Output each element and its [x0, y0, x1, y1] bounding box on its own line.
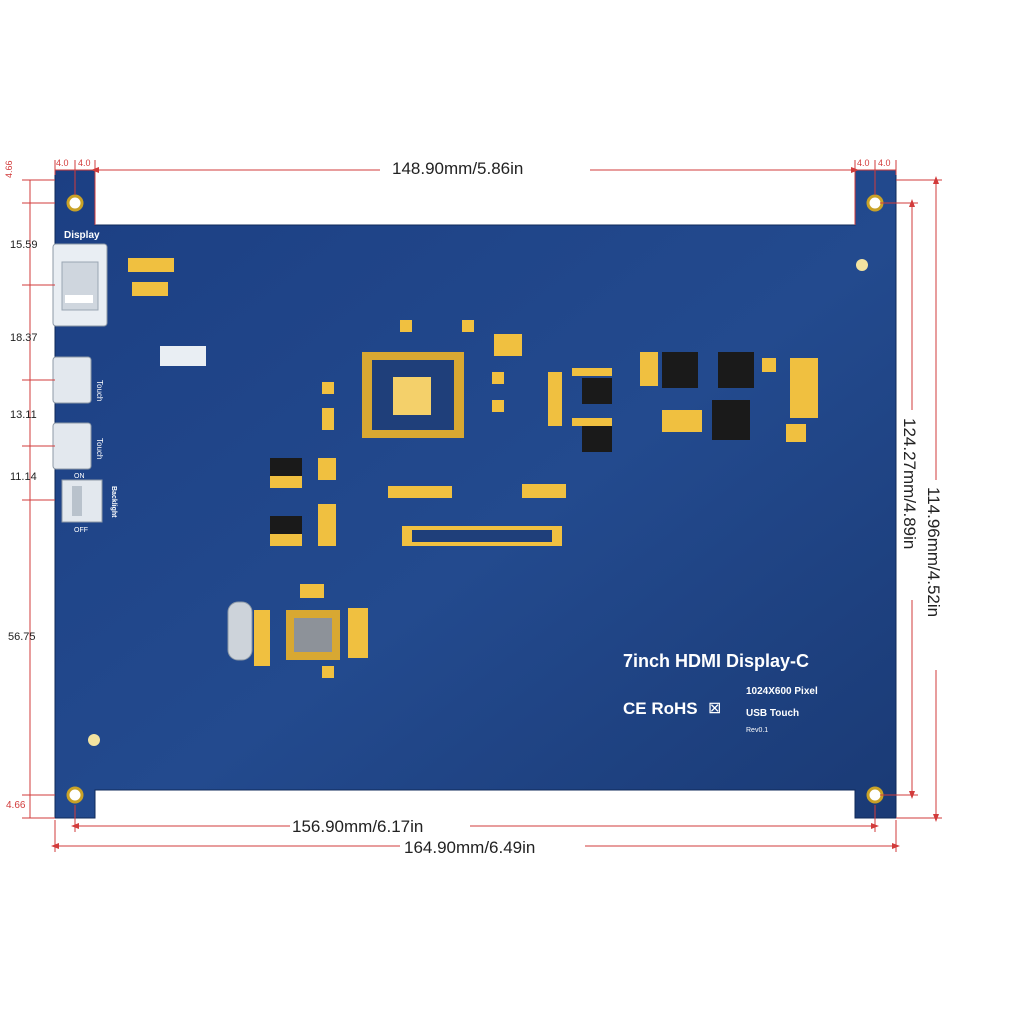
display-port-label: Display	[64, 230, 100, 241]
recycle-bin-icon: ⊠	[708, 700, 721, 717]
mounting-hole	[866, 194, 884, 212]
inductor	[718, 352, 754, 388]
revision-label: Rev0.1	[746, 727, 768, 734]
chip-thermal-pad	[393, 377, 431, 415]
pcb-board	[54, 169, 897, 819]
feature-label: USB Touch	[746, 708, 799, 719]
left-segment-4-label: 11.14	[10, 471, 37, 483]
pcb-components	[128, 258, 818, 678]
left-top-margin-label: 4.66	[4, 160, 14, 178]
board-labels: Display Touch Touch ON OFF Backlight 7in…	[64, 230, 818, 734]
crystal-oscillator	[227, 601, 253, 661]
dimension-labels: 148.90mm/5.86in 4.0 4.0 4.0 4.0 156.90mm…	[4, 158, 943, 857]
backlight-switch-knob	[72, 486, 82, 516]
left-segment-5-label: 56.75	[8, 631, 36, 643]
left-segment-1-label: 15.59	[10, 239, 38, 251]
touch-port-label: Touch	[95, 380, 104, 401]
left-segment-2-label: 18.37	[10, 332, 38, 344]
inner-height-label: 124.27mm/4.89in	[900, 418, 919, 549]
left-bottom-margin-label: 4.66	[6, 800, 26, 811]
dimension-lines	[22, 160, 942, 852]
left-segment-3-label: 13.11	[10, 409, 37, 421]
mounting-hole	[66, 786, 84, 804]
micro-usb-port-touch	[52, 356, 92, 404]
switch-on-label: ON	[74, 473, 85, 480]
pcb-outline	[54, 169, 897, 819]
diode	[712, 400, 750, 440]
power-ic	[582, 378, 612, 404]
overall-width-label: 164.90mm/6.49in	[404, 838, 535, 857]
top-right-offset-label-b: 4.0	[878, 158, 891, 168]
top-left-offset-label: 4.0	[56, 158, 69, 168]
mounting-hole	[866, 786, 884, 804]
resolution-label: 1024X600 Pixel	[746, 686, 818, 697]
middle-width-label: 156.90mm/6.17in	[292, 817, 423, 836]
product-title: 7inch HDMI Display-C	[623, 651, 809, 671]
fiducial	[88, 734, 100, 746]
power-ic	[582, 426, 612, 452]
touch-port-label-2: Touch	[95, 438, 104, 459]
voltage-regulator	[270, 458, 302, 476]
voltage-regulator	[270, 516, 302, 534]
inductor	[662, 352, 698, 388]
certification-marks: CE RoHS	[623, 699, 698, 718]
backlight-label: Backlight	[110, 486, 117, 518]
mounting-hole	[66, 194, 84, 212]
top-width-label: 148.90mm/5.86in	[392, 159, 523, 178]
switch-off-label: OFF	[74, 527, 88, 534]
micro-usb-port-touch-2	[52, 422, 92, 470]
hdmi-port-pins	[65, 295, 93, 303]
top-left-offset-label-b: 4.0	[78, 158, 91, 168]
fiducial	[856, 259, 868, 271]
overall-height-label: 114.96mm/4.52in	[924, 487, 943, 617]
top-right-offset-label: 4.0	[857, 158, 870, 168]
